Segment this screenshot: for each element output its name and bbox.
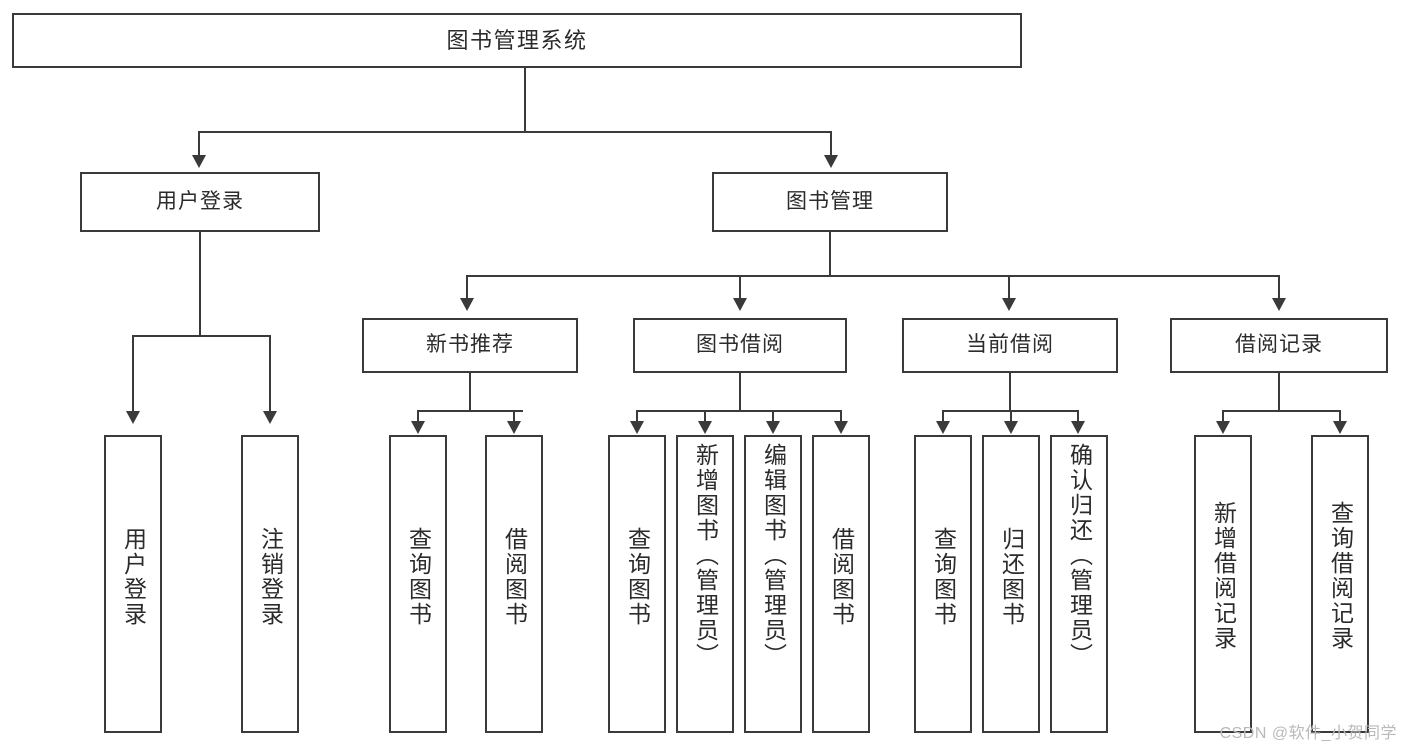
connector-to-borrow-record <box>1278 275 1280 300</box>
connector-to-current-borrow <box>1008 275 1010 300</box>
arrowhead-borrow-book-child-4 <box>834 421 848 434</box>
leaf-return-book[interactable]: 归还图书 <box>982 435 1040 733</box>
arrowhead-current-borrow-child-3 <box>1071 421 1085 434</box>
connector-current-borrow-child-2 <box>1010 410 1012 424</box>
arrowhead-current-borrow-child-1 <box>936 421 950 434</box>
connector-new-book-bus <box>417 410 523 412</box>
arrowhead-to-user-login <box>192 155 206 168</box>
connector-level3-bus <box>466 275 1280 277</box>
node-label: 图书管理 <box>786 189 874 213</box>
connector-user-login-stem <box>199 232 201 336</box>
leaf-borrow-book-borrow[interactable]: 借阅图书 <box>812 435 870 733</box>
arrowhead-borrow-book-child-3 <box>766 421 780 434</box>
connector-to-new-book <box>466 275 468 300</box>
connector-borrow-record-stem <box>1278 373 1280 411</box>
arrowhead-to-current-borrow <box>1002 298 1016 311</box>
arrowhead-borrow-book-child-1 <box>630 421 644 434</box>
leaf-user-login[interactable]: 用户登录 <box>104 435 162 733</box>
connector-new-book-child-2 <box>513 410 515 424</box>
leaf-query-book-borrow[interactable]: 查询图书 <box>608 435 666 733</box>
connector-borrow-book-child-2 <box>704 410 706 424</box>
leaf-edit-book-admin[interactable]: 编辑图书（管理员） <box>744 435 802 733</box>
leaf-logout[interactable]: 注销登录 <box>241 435 299 733</box>
arrowhead-user-login-child-1 <box>126 411 140 424</box>
leaf-add-book-admin[interactable]: 新增图书（管理员） <box>676 435 734 733</box>
arrowhead-current-borrow-child-2 <box>1004 421 1018 434</box>
leaf-confirm-return-admin[interactable]: 确认归还（管理员） <box>1050 435 1108 733</box>
connector-borrow-record-bus <box>1222 410 1340 412</box>
connector-borrow-book-stem <box>739 373 741 411</box>
node-book-borrow[interactable]: 图书借阅 <box>633 318 847 373</box>
connector-user-login-bus <box>132 335 270 337</box>
node-label: 查询图书 <box>624 527 651 627</box>
connector-new-book-stem <box>469 373 471 411</box>
connector-root-bus <box>198 131 832 133</box>
connector-user-login-child-2 <box>269 335 271 413</box>
connector-current-borrow-stem <box>1009 373 1011 411</box>
leaf-query-book-current[interactable]: 查询图书 <box>914 435 972 733</box>
node-current-borrow[interactable]: 当前借阅 <box>902 318 1118 373</box>
node-label: 新书推荐 <box>426 333 514 357</box>
connector-user-login-child-1 <box>132 335 134 413</box>
connector-book-mgmt-stem <box>829 232 831 276</box>
node-label: 图书管理系统 <box>446 27 588 53</box>
node-label: 查询借阅记录 <box>1327 501 1354 651</box>
node-label: 确认归还（管理员） <box>1066 443 1093 668</box>
arrowhead-new-book-child-1 <box>411 421 425 434</box>
node-label: 借阅记录 <box>1235 333 1323 357</box>
node-label: 借阅图书 <box>828 527 855 627</box>
connector-current-borrow-child-1 <box>942 410 944 424</box>
leaf-borrow-book-newbook[interactable]: 借阅图书 <box>485 435 543 733</box>
connector-borrow-record-child-1 <box>1222 410 1224 424</box>
arrowhead-to-book-mgmt <box>824 155 838 168</box>
node-label: 注销登录 <box>257 527 284 627</box>
node-label: 查询图书 <box>405 527 432 627</box>
csdn-watermark: CSDN @软件_小贺同学 <box>1219 725 1397 742</box>
node-label: 当前借阅 <box>966 333 1054 357</box>
node-new-book-recommend[interactable]: 新书推荐 <box>362 318 578 373</box>
arrowhead-borrow-record-child-1 <box>1216 421 1230 434</box>
arrowhead-to-borrow-book <box>733 298 747 311</box>
leaf-add-borrow-record[interactable]: 新增借阅记录 <box>1194 435 1252 733</box>
leaf-query-borrow-record[interactable]: 查询借阅记录 <box>1311 435 1369 733</box>
arrowhead-borrow-book-child-2 <box>698 421 712 434</box>
connector-borrow-book-bus <box>636 410 842 412</box>
node-borrow-record[interactable]: 借阅记录 <box>1170 318 1388 373</box>
connector-borrow-book-child-1 <box>636 410 638 424</box>
arrowhead-to-borrow-record <box>1272 298 1286 311</box>
node-book-management[interactable]: 图书管理 <box>712 172 948 232</box>
node-label: 用户登录 <box>120 527 147 627</box>
arrowhead-user-login-child-2 <box>263 411 277 424</box>
node-label: 归还图书 <box>998 527 1025 627</box>
connector-current-borrow-child-3 <box>1077 410 1079 424</box>
connector-to-book-mgmt <box>830 131 832 157</box>
node-label: 用户登录 <box>156 189 244 213</box>
node-label: 查询图书 <box>930 527 957 627</box>
connector-borrow-book-child-3 <box>772 410 774 424</box>
connector-borrow-record-child-2 <box>1339 410 1341 424</box>
arrowhead-borrow-record-child-2 <box>1333 421 1347 434</box>
connector-to-user-login <box>198 131 200 157</box>
arrowhead-new-book-child-2 <box>507 421 521 434</box>
node-root-system[interactable]: 图书管理系统 <box>12 13 1022 68</box>
node-label: 编辑图书（管理员） <box>760 443 787 668</box>
leaf-query-book-newbook[interactable]: 查询图书 <box>389 435 447 733</box>
connector-to-borrow-book <box>739 275 741 300</box>
connector-borrow-book-child-4 <box>840 410 842 424</box>
node-label: 新增借阅记录 <box>1210 501 1237 651</box>
node-user-login[interactable]: 用户登录 <box>80 172 320 232</box>
connector-root-stem <box>524 68 526 132</box>
node-label: 图书借阅 <box>696 333 784 357</box>
connector-new-book-child-1 <box>417 410 419 424</box>
node-label: 借阅图书 <box>501 527 528 627</box>
arrowhead-to-new-book <box>460 298 474 311</box>
node-label: 新增图书（管理员） <box>692 443 719 668</box>
